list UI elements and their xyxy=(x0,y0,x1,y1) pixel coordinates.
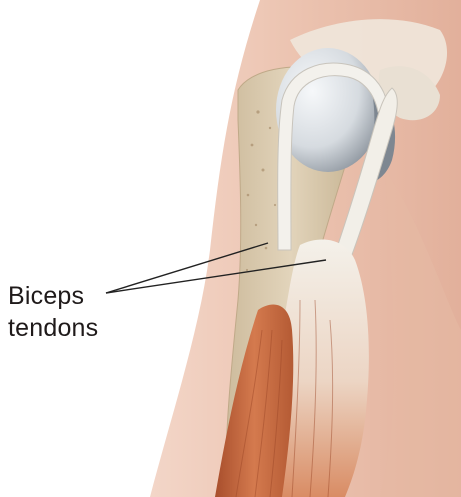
biceps-label-line2: tendons xyxy=(8,316,98,341)
biceps-label-line1: Biceps xyxy=(8,284,84,309)
